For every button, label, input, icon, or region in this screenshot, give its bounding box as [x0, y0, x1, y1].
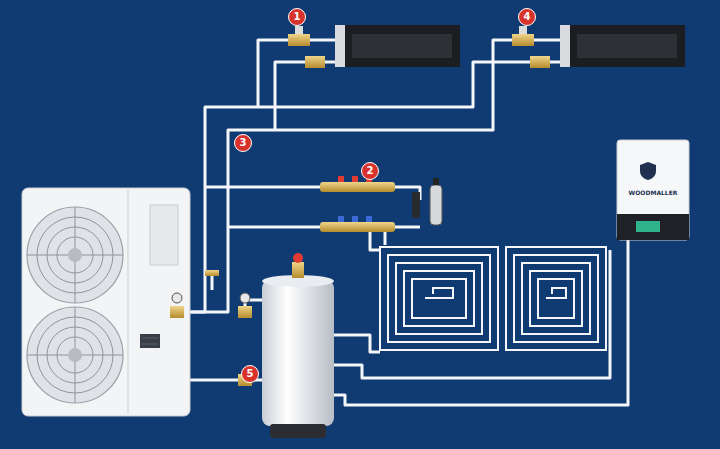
valves [170, 26, 550, 386]
callout-number: 5 [241, 365, 259, 383]
manifold [320, 176, 442, 232]
pipes [190, 40, 628, 405]
floor-loops [380, 247, 606, 350]
controller-box [617, 140, 689, 240]
callout-number: 2 [361, 162, 379, 180]
brand-name: WOODMALLER [629, 189, 678, 196]
callout-number: 1 [288, 8, 306, 26]
water-tank [262, 253, 334, 438]
fan-coil-units [335, 25, 685, 67]
callout-number: 3 [234, 134, 252, 152]
callout-number: 4 [518, 8, 536, 26]
heat-pump-unit [22, 188, 190, 416]
